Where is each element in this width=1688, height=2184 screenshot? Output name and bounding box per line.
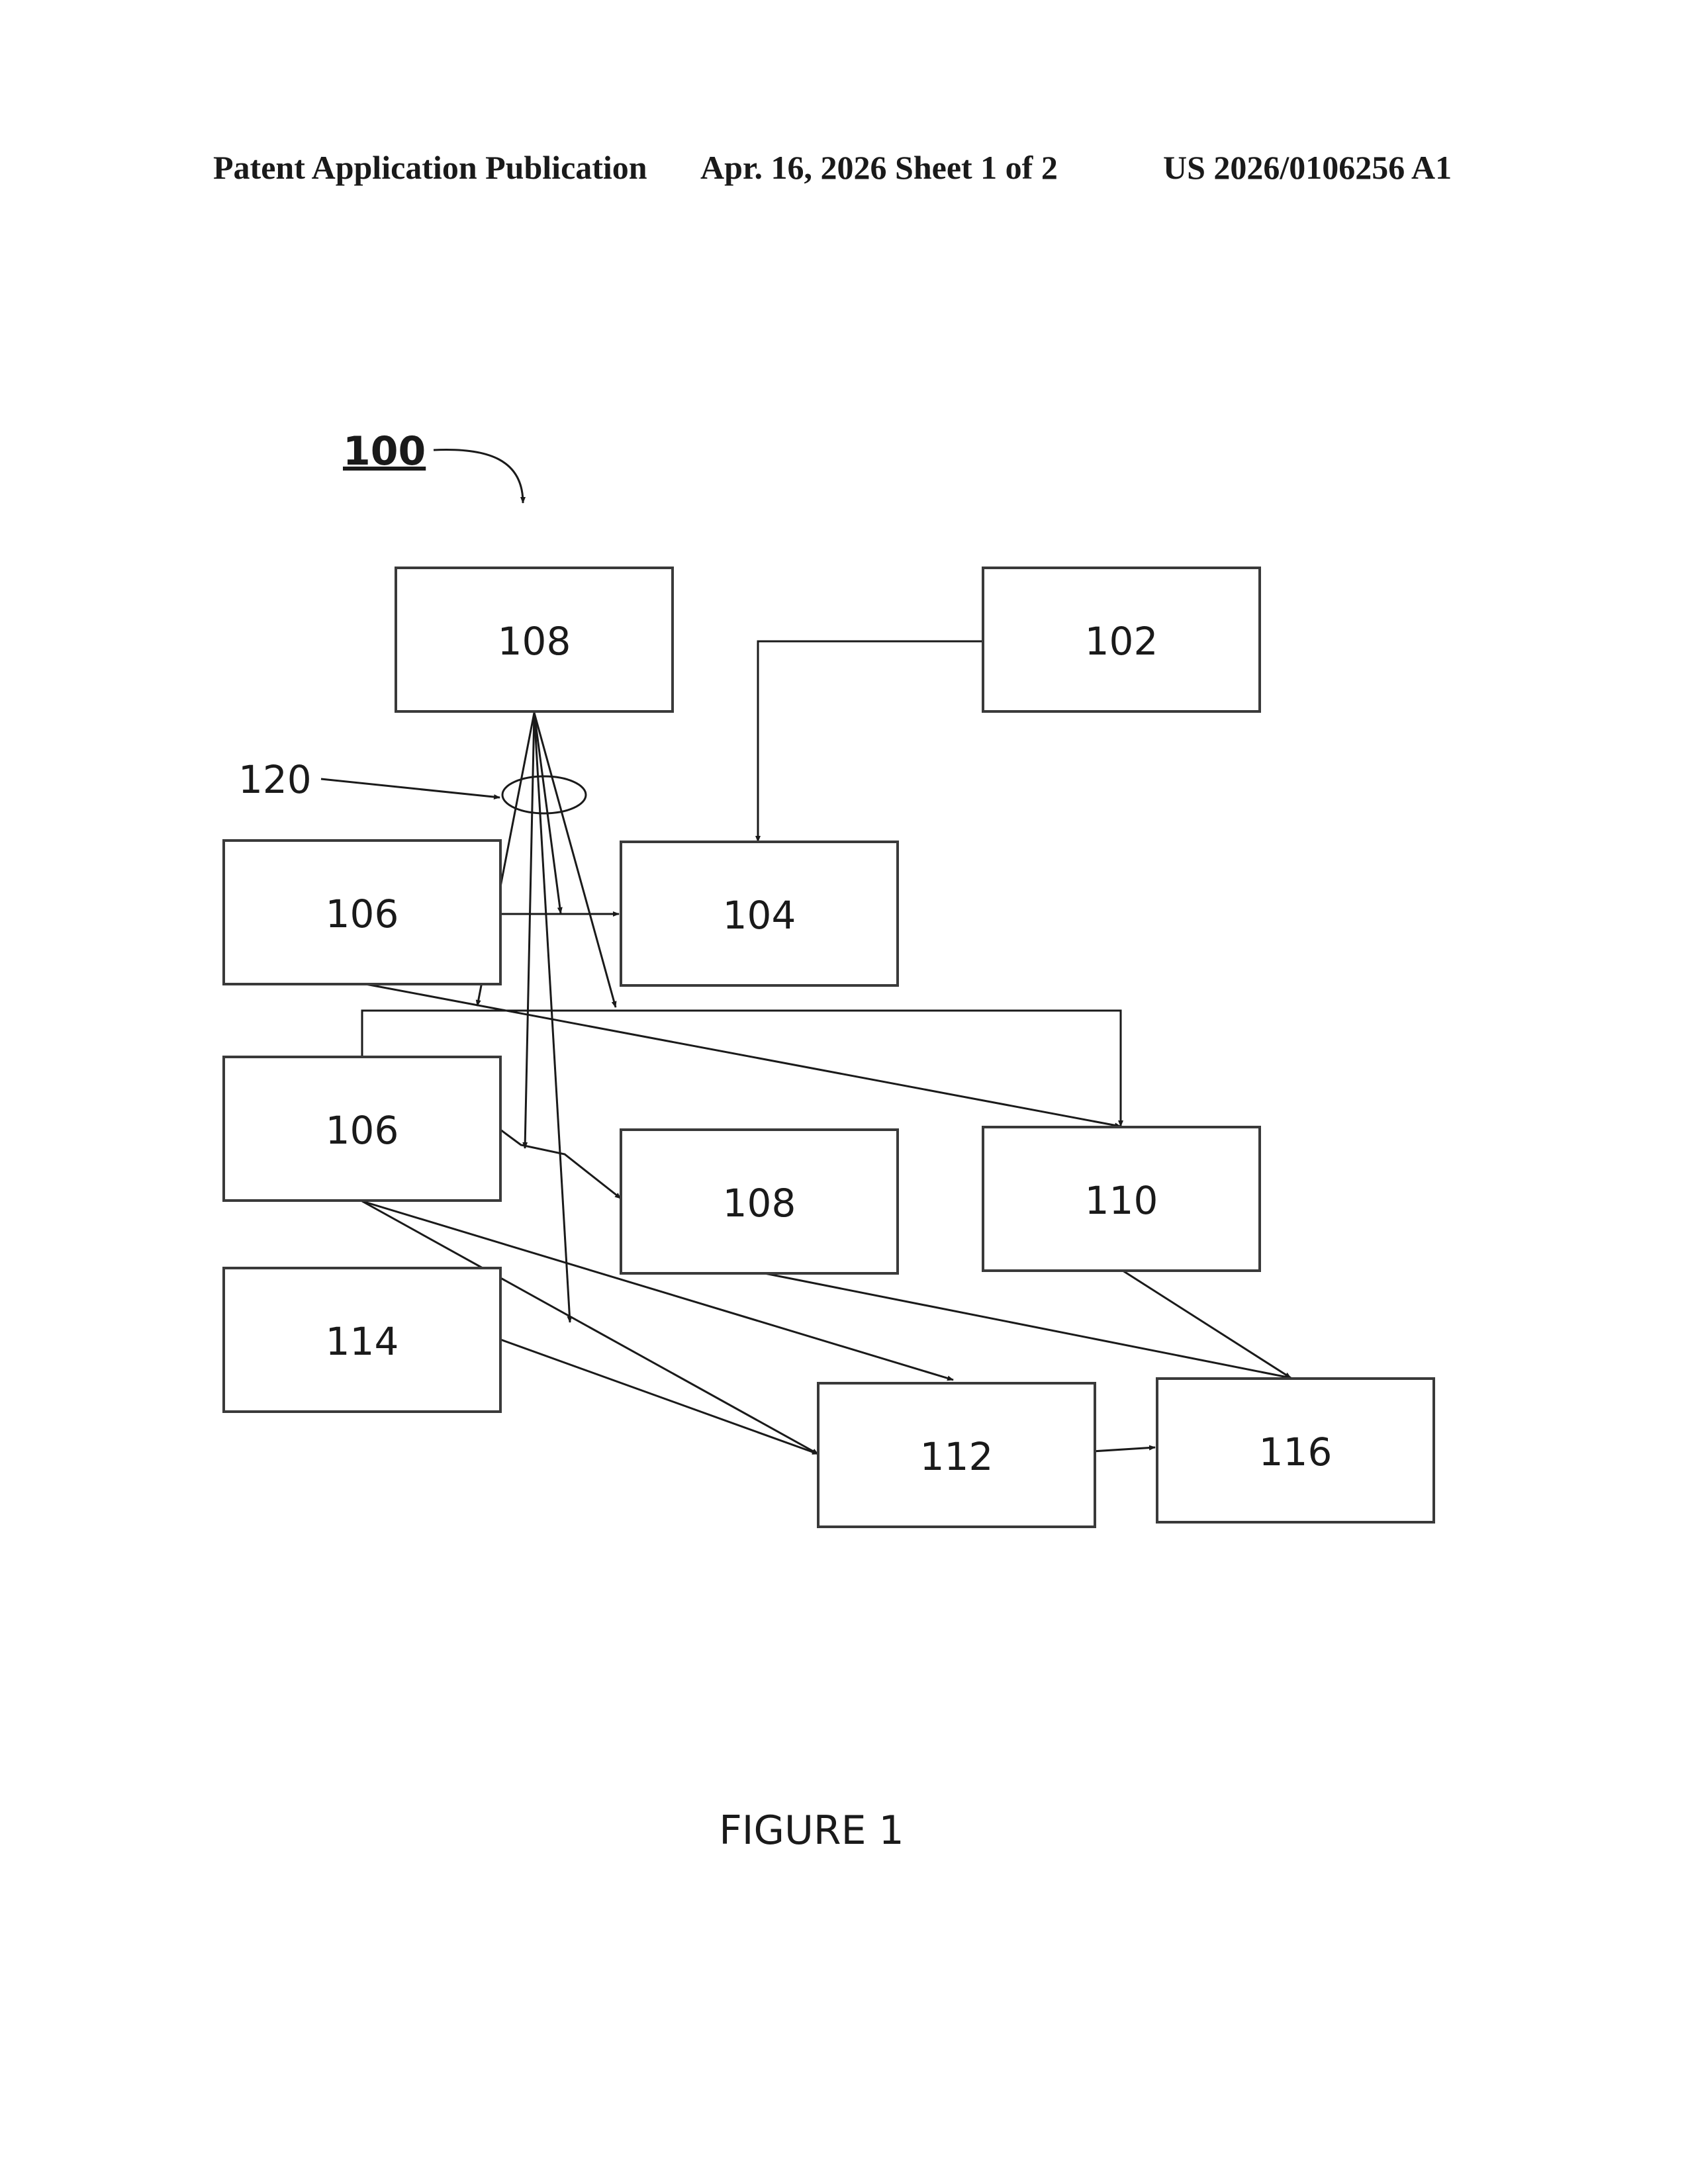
block-108-top-label: 108 (498, 619, 571, 664)
block-102-label: 102 (1085, 619, 1158, 664)
connector-108-to-116 (758, 1272, 1291, 1378)
block-108-top: 108 (396, 568, 673, 711)
block-110: 110 (983, 1127, 1260, 1271)
block-102: 102 (983, 568, 1260, 711)
block-108-mid-label: 108 (723, 1181, 796, 1226)
block-104: 104 (621, 842, 898, 985)
bundle-reference-pointer (321, 779, 500, 797)
block-112: 112 (818, 1383, 1095, 1527)
block-114-label: 114 (326, 1319, 399, 1364)
block-110-label: 110 (1085, 1178, 1158, 1223)
system-reference-label: 100 (343, 428, 426, 475)
block-114: 114 (224, 1268, 500, 1412)
block-106-lower-label: 106 (326, 1108, 399, 1153)
system-reference-arrow (434, 450, 523, 503)
bundle-reference-label: 120 (238, 757, 312, 802)
block-106-lower: 106 (224, 1057, 500, 1201)
figure-caption: FIGURE 1 (719, 1807, 904, 1854)
block-104-label: 104 (723, 893, 796, 938)
block-108-mid: 108 (621, 1130, 898, 1273)
connector-102-to-104 (758, 641, 983, 842)
block-106-upper: 106 (224, 841, 500, 984)
block-106-upper-label: 106 (326, 891, 399, 936)
connector-114-to-112 (500, 1340, 818, 1454)
bundle-line-5 (534, 713, 616, 1007)
block-112-label: 112 (920, 1434, 994, 1479)
connector-112-to-116 (1092, 1447, 1155, 1451)
block-116-label: 116 (1259, 1430, 1333, 1475)
block-116: 116 (1157, 1379, 1434, 1522)
